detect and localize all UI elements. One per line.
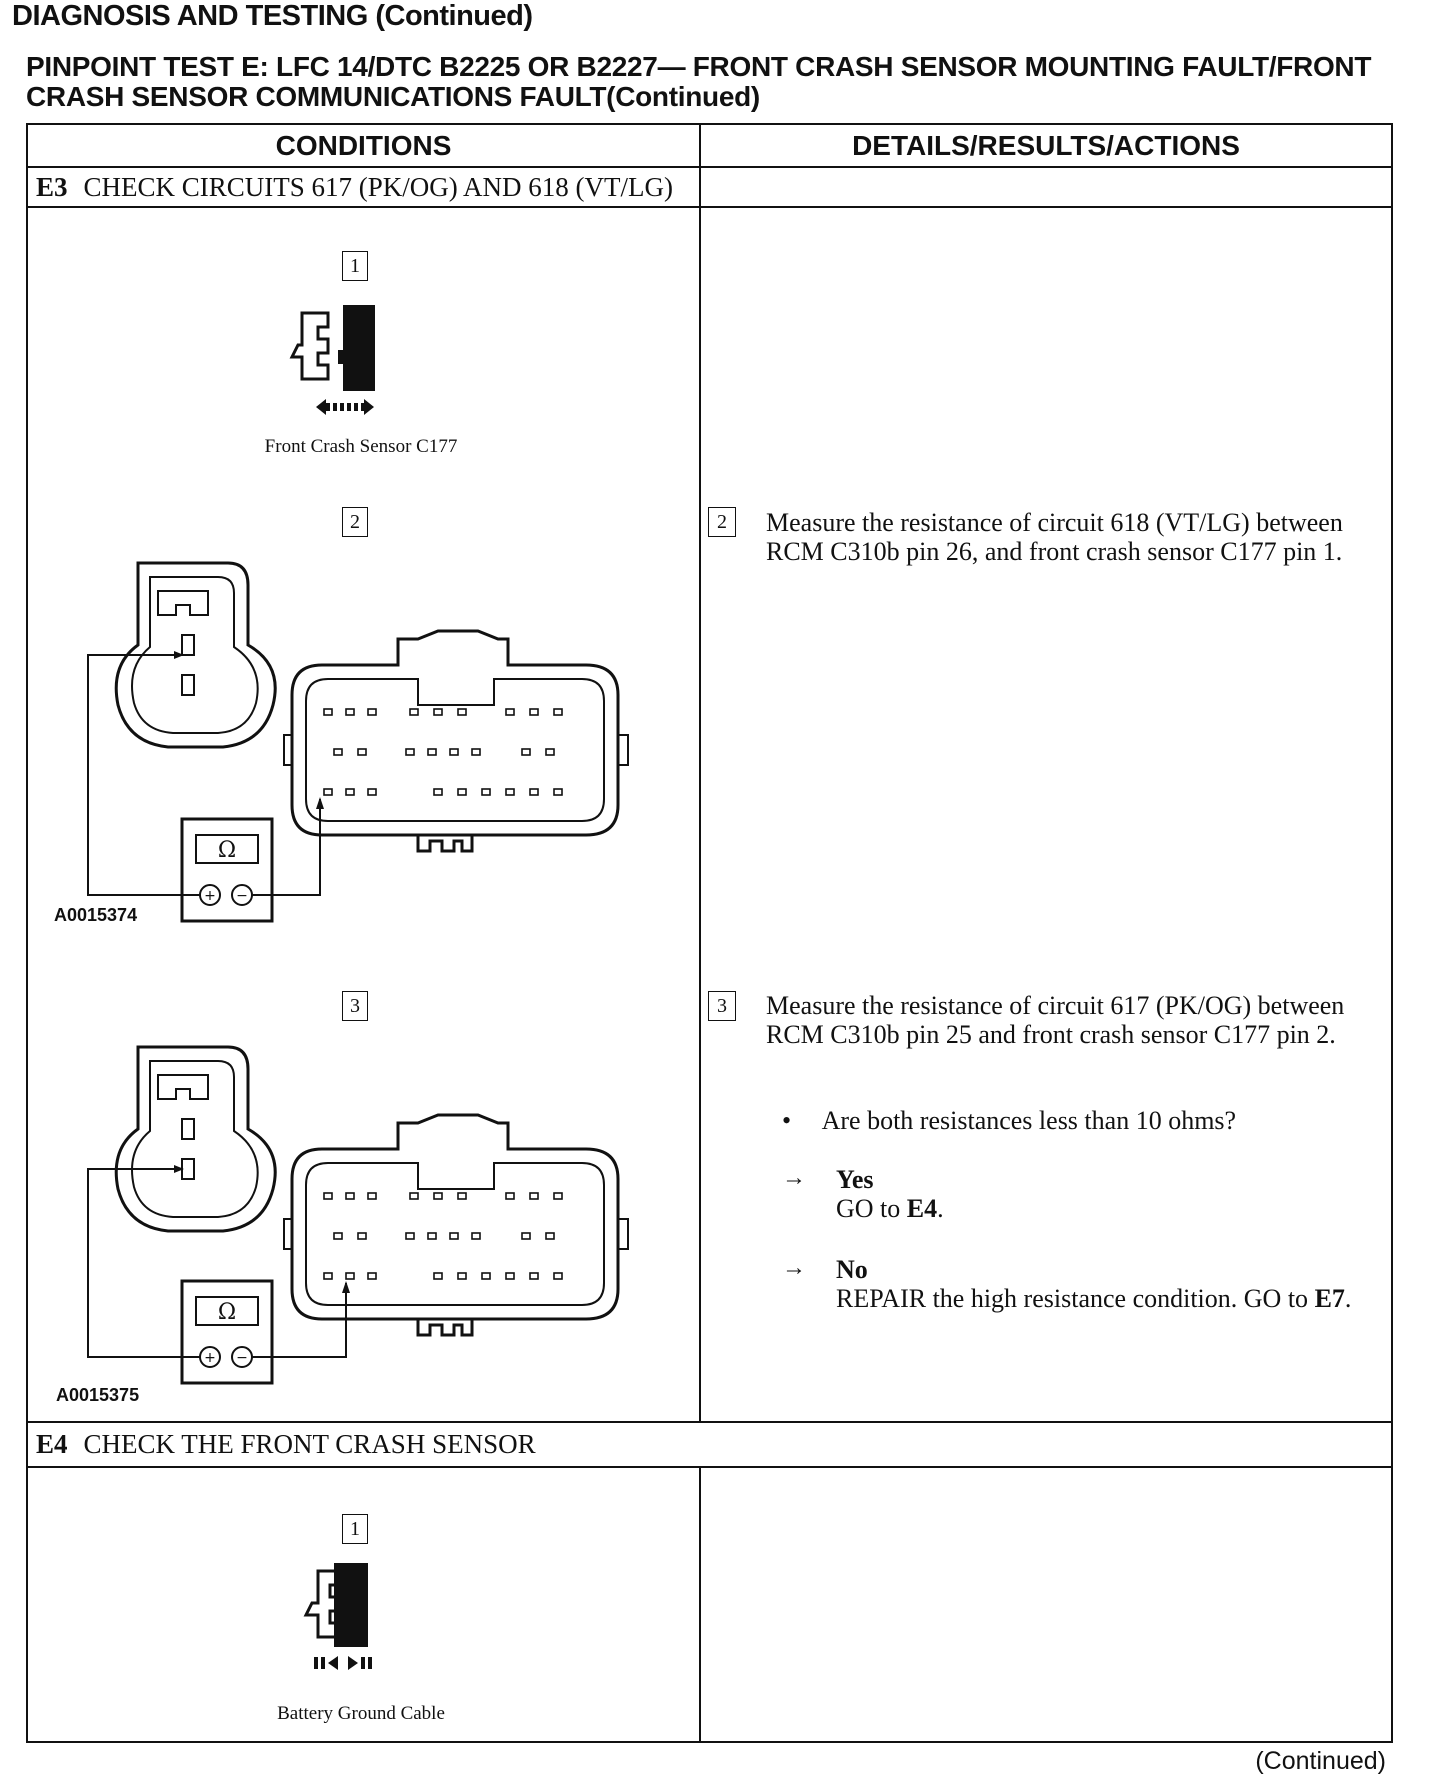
result-no-action: REPAIR the high resistance condition. GO… <box>836 1284 1315 1313</box>
ohm-symbol: Ω <box>218 838 236 863</box>
detail-callout-e3-2: 2 <box>708 507 736 537</box>
callout-e3-2: 2 <box>342 507 368 537</box>
result-no: No REPAIR the high resistance condition.… <box>836 1255 1376 1313</box>
e4-top-divider <box>28 1421 1391 1423</box>
detail-callout-e3-3: 3 <box>708 991 736 1021</box>
svg-text:+: + <box>204 1350 216 1366</box>
disconnect-connector-icon <box>289 305 375 415</box>
callout-e3-3: 3 <box>342 991 368 1021</box>
result-yes-label: Yes <box>836 1165 874 1194</box>
detail-measure-617: Measure the resistance of circuit 617 (P… <box>766 991 1345 1049</box>
column-header-details: DETAILS/RESULTS/ACTIONS <box>852 130 1240 161</box>
step-e3-title: CHECK CIRCUITS 617 (PK/OG) AND 618 (VT/L… <box>83 172 674 202</box>
resistance-test-diagram-618: Ω + − <box>87 561 629 923</box>
figure-id-a0015375: A0015375 <box>56 1385 140 1405</box>
ohm-symbol: Ω <box>218 1300 236 1325</box>
callout-e3-1: 1 <box>342 251 368 281</box>
caption-battery-ground-cable: Battery Ground Cable <box>277 1703 445 1724</box>
battery-ground-disconnect-icon <box>303 1563 372 1670</box>
step-e4-title: CHECK THE FRONT CRASH SENSOR <box>83 1429 536 1459</box>
result-yes: Yes GO to E4. <box>836 1165 944 1223</box>
result-no-suffix: . <box>1344 1284 1352 1313</box>
header-divider <box>28 166 1391 168</box>
step-e4-header: E4 CHECK THE FRONT CRASH SENSOR <box>36 1423 536 1465</box>
step-e3-id: E3 <box>36 172 68 202</box>
svg-text:−: − <box>236 1350 248 1366</box>
e4-header-divider <box>28 1466 1391 1468</box>
caption-front-crash-sensor: Front Crash Sensor C177 <box>264 436 458 457</box>
step-e3-header: E3 CHECK CIRCUITS 617 (PK/OG) AND 618 (VT… <box>36 168 673 206</box>
question-text: Are both resistances less than 10 ohms? <box>821 1106 1237 1135</box>
bullet-dot: • <box>782 1106 792 1135</box>
result-no-label: No <box>836 1255 868 1284</box>
result-yes-action: GO to <box>836 1194 907 1223</box>
svg-text:+: + <box>204 888 216 904</box>
result-arrow-no: → <box>782 1255 806 1281</box>
step-e4-id: E4 <box>36 1429 68 1459</box>
figure-id-a0015374: A0015374 <box>54 905 138 925</box>
question-bullet-row: • Are both resistances less than 10 ohms… <box>782 1106 1236 1136</box>
detail-measure-618: Measure the resistance of circuit 618 (V… <box>766 508 1343 566</box>
column-divider-top <box>699 125 701 1421</box>
e3-header-divider <box>28 206 1391 208</box>
resistance-test-diagram-617: Ω + − <box>87 1045 629 1385</box>
result-no-target[interactable]: E7 <box>1314 1284 1345 1313</box>
result-yes-target[interactable]: E4 <box>906 1194 938 1223</box>
column-header-conditions: CONDITIONS <box>275 130 452 161</box>
pinpoint-test-title: PINPOINT TEST E: LFC 14/DTC B2225 OR B22… <box>26 51 1372 112</box>
column-divider-bottom <box>699 1468 701 1743</box>
continued-footer: (Continued) <box>1255 1747 1386 1775</box>
result-arrow-yes: → <box>782 1165 806 1191</box>
result-yes-suffix: . <box>937 1194 944 1223</box>
callout-e4-1: 1 <box>342 1514 368 1544</box>
page-title: DIAGNOSIS AND TESTING (Continued) <box>12 0 533 32</box>
svg-text:−: − <box>236 888 248 904</box>
